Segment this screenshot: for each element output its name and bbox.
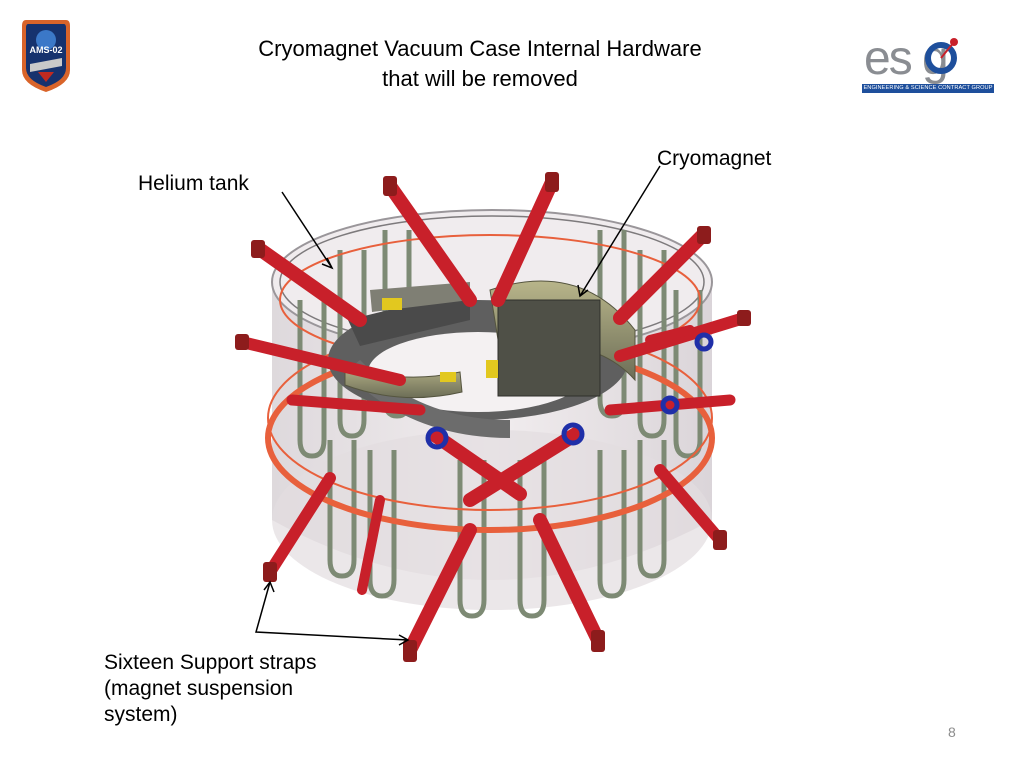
strap-end-fittings: [235, 172, 751, 662]
slide-title-line1: Cryomagnet Vacuum Case Internal Hardware: [258, 36, 702, 61]
support-straps: [236, 175, 750, 657]
escg-logo: es g ENGINEERING & SCIENCE CONTRACT GROU…: [862, 26, 998, 93]
support-straps-label-line1: Sixteen Support straps: [104, 651, 317, 674]
escg-wordmark-icon: es g: [864, 32, 958, 85]
escg-tagline: ENGINEERING & SCIENCE CONTRACT GROUP: [862, 84, 994, 93]
blue-clamps: [425, 332, 714, 450]
support-straps-label-line2: (magnet suspension: [104, 677, 294, 700]
slide-title-line2: that will be removed: [382, 66, 578, 91]
callout-lines: [255, 165, 661, 646]
cryomagnet-label: Cryomagnet: [657, 147, 772, 170]
support-straps-label-line3: system): [104, 703, 178, 726]
yellow-brackets: [382, 298, 498, 382]
page-number: 8: [948, 724, 956, 740]
helium-tank-label: Helium tank: [138, 172, 249, 195]
racetrack-coils: [344, 280, 636, 399]
support-straps-label: Sixteen Support straps (magnet suspensio…: [104, 650, 316, 728]
escg-wordmark-text: es g: [864, 32, 947, 85]
slide-title: Cryomagnet Vacuum Case Internal Hardware…: [200, 34, 760, 94]
